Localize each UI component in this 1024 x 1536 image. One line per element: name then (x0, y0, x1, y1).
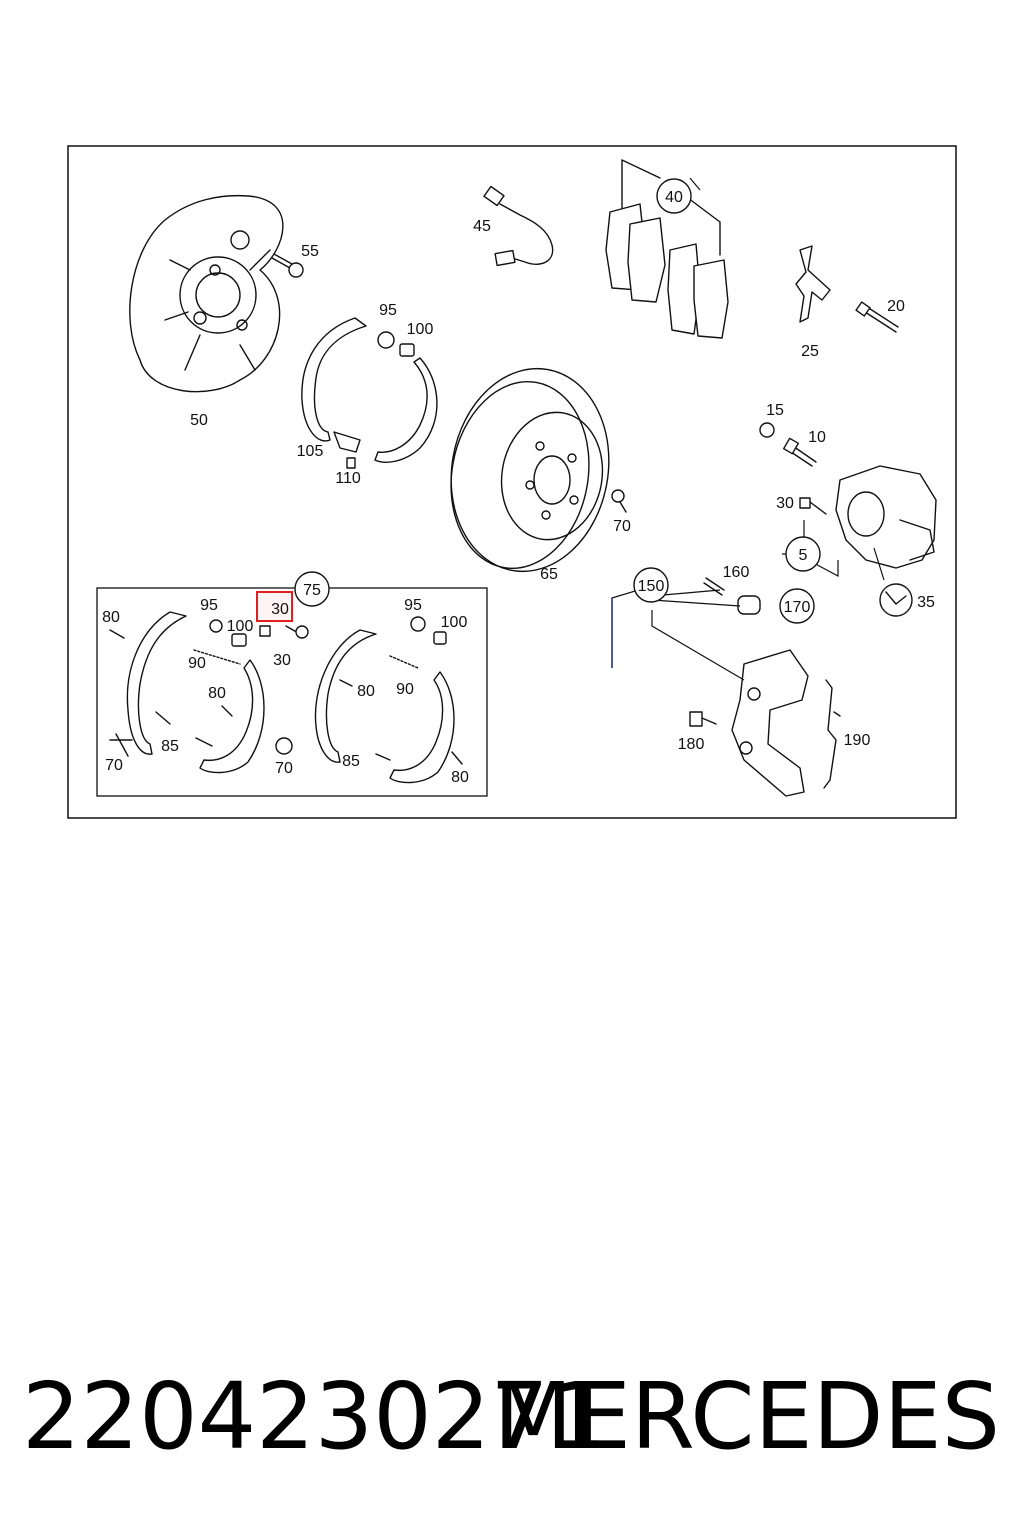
callout-85: 85 (342, 753, 360, 770)
callout-100: 100 (407, 321, 434, 338)
brake-caliper-part (835, 465, 937, 569)
callout-70: 70 (613, 518, 631, 535)
callout-65: 65 (540, 566, 558, 583)
guide-bolt-20-part (855, 301, 899, 333)
callout-circle-40 (656, 178, 692, 214)
callout-50: 50 (190, 412, 208, 429)
callout-90: 90 (188, 655, 206, 672)
callout-20: 20 (887, 298, 905, 315)
boot-170-part (737, 595, 761, 615)
brand-name: MERCEDES (493, 1363, 1000, 1470)
callout-95: 95 (200, 597, 218, 614)
callout-30: 30 (273, 652, 291, 669)
callout-circle-5 (785, 536, 821, 572)
callout-100: 100 (227, 618, 254, 635)
callout-85: 85 (161, 738, 179, 755)
callout-80: 80 (208, 685, 226, 702)
callout-circle-170 (779, 588, 815, 624)
callout-75: 75 (303, 582, 321, 599)
callout-95: 95 (379, 302, 397, 319)
parking-brake-kit-frame (96, 587, 488, 797)
screw-70-part (611, 489, 627, 513)
footer: 2204230271 MERCEDES (22, 1363, 1000, 1470)
brake-pads-part (605, 159, 729, 339)
callout-30-highlighted: 30 (271, 601, 289, 618)
callout-15: 15 (766, 402, 784, 419)
adjuster-nut-95-part (377, 331, 415, 357)
highlight-box-30 (256, 591, 293, 622)
brake-disc-part (450, 367, 610, 573)
callout-190: 190 (844, 732, 871, 749)
callout-40: 40 (665, 189, 683, 206)
callout-45: 45 (473, 218, 491, 235)
callout-110: 110 (335, 470, 361, 487)
bolt-180-part (689, 711, 717, 727)
bleed-screw-10-part (782, 437, 817, 467)
callout-5: 5 (799, 547, 808, 564)
kit-right-shoes-part (314, 616, 463, 784)
callout-105: 105 (297, 443, 324, 460)
diagram-frame (67, 145, 957, 819)
callout-55: 55 (301, 243, 319, 260)
spring-clip-190-part (823, 679, 841, 789)
bolt-55-part (271, 253, 304, 278)
callout-35: 35 (917, 594, 935, 611)
bolt-30-part (799, 497, 827, 515)
kit-left-shoes-part (109, 611, 309, 774)
bleed-cap-15-part (759, 422, 775, 438)
brake-parts-diagram: 40 45 55 50 95 100 105 110 65 70 20 25 1… (67, 145, 957, 819)
dust-shield-part (129, 194, 284, 393)
callout-95: 95 (404, 597, 422, 614)
callout-10: 10 (808, 429, 826, 446)
part-number: 2204230271 (22, 1363, 607, 1470)
callout-90: 90 (396, 681, 414, 698)
callout-30: 30 (776, 495, 794, 512)
wear-sensor-part (483, 185, 554, 267)
repair-kit-icon (879, 583, 913, 617)
spring-clip-part (795, 245, 831, 323)
callout-150: 150 (638, 578, 665, 595)
guide-pin-160-part (703, 577, 725, 596)
callout-70: 70 (105, 757, 123, 774)
callout-170: 170 (784, 599, 811, 616)
callout-80: 80 (451, 769, 469, 786)
caliper-carrier-part (731, 649, 809, 797)
callout-70: 70 (275, 760, 293, 777)
callout-80: 80 (357, 683, 375, 700)
callout-80: 80 (102, 609, 120, 626)
callout-circle-150 (633, 567, 669, 603)
callout-180: 180 (678, 736, 705, 753)
callout-100: 100 (441, 614, 468, 631)
callout-160: 160 (723, 564, 750, 581)
parking-brake-shoes-part (301, 317, 438, 469)
callout-circle-75 (294, 571, 330, 607)
callout-25: 25 (801, 343, 819, 360)
